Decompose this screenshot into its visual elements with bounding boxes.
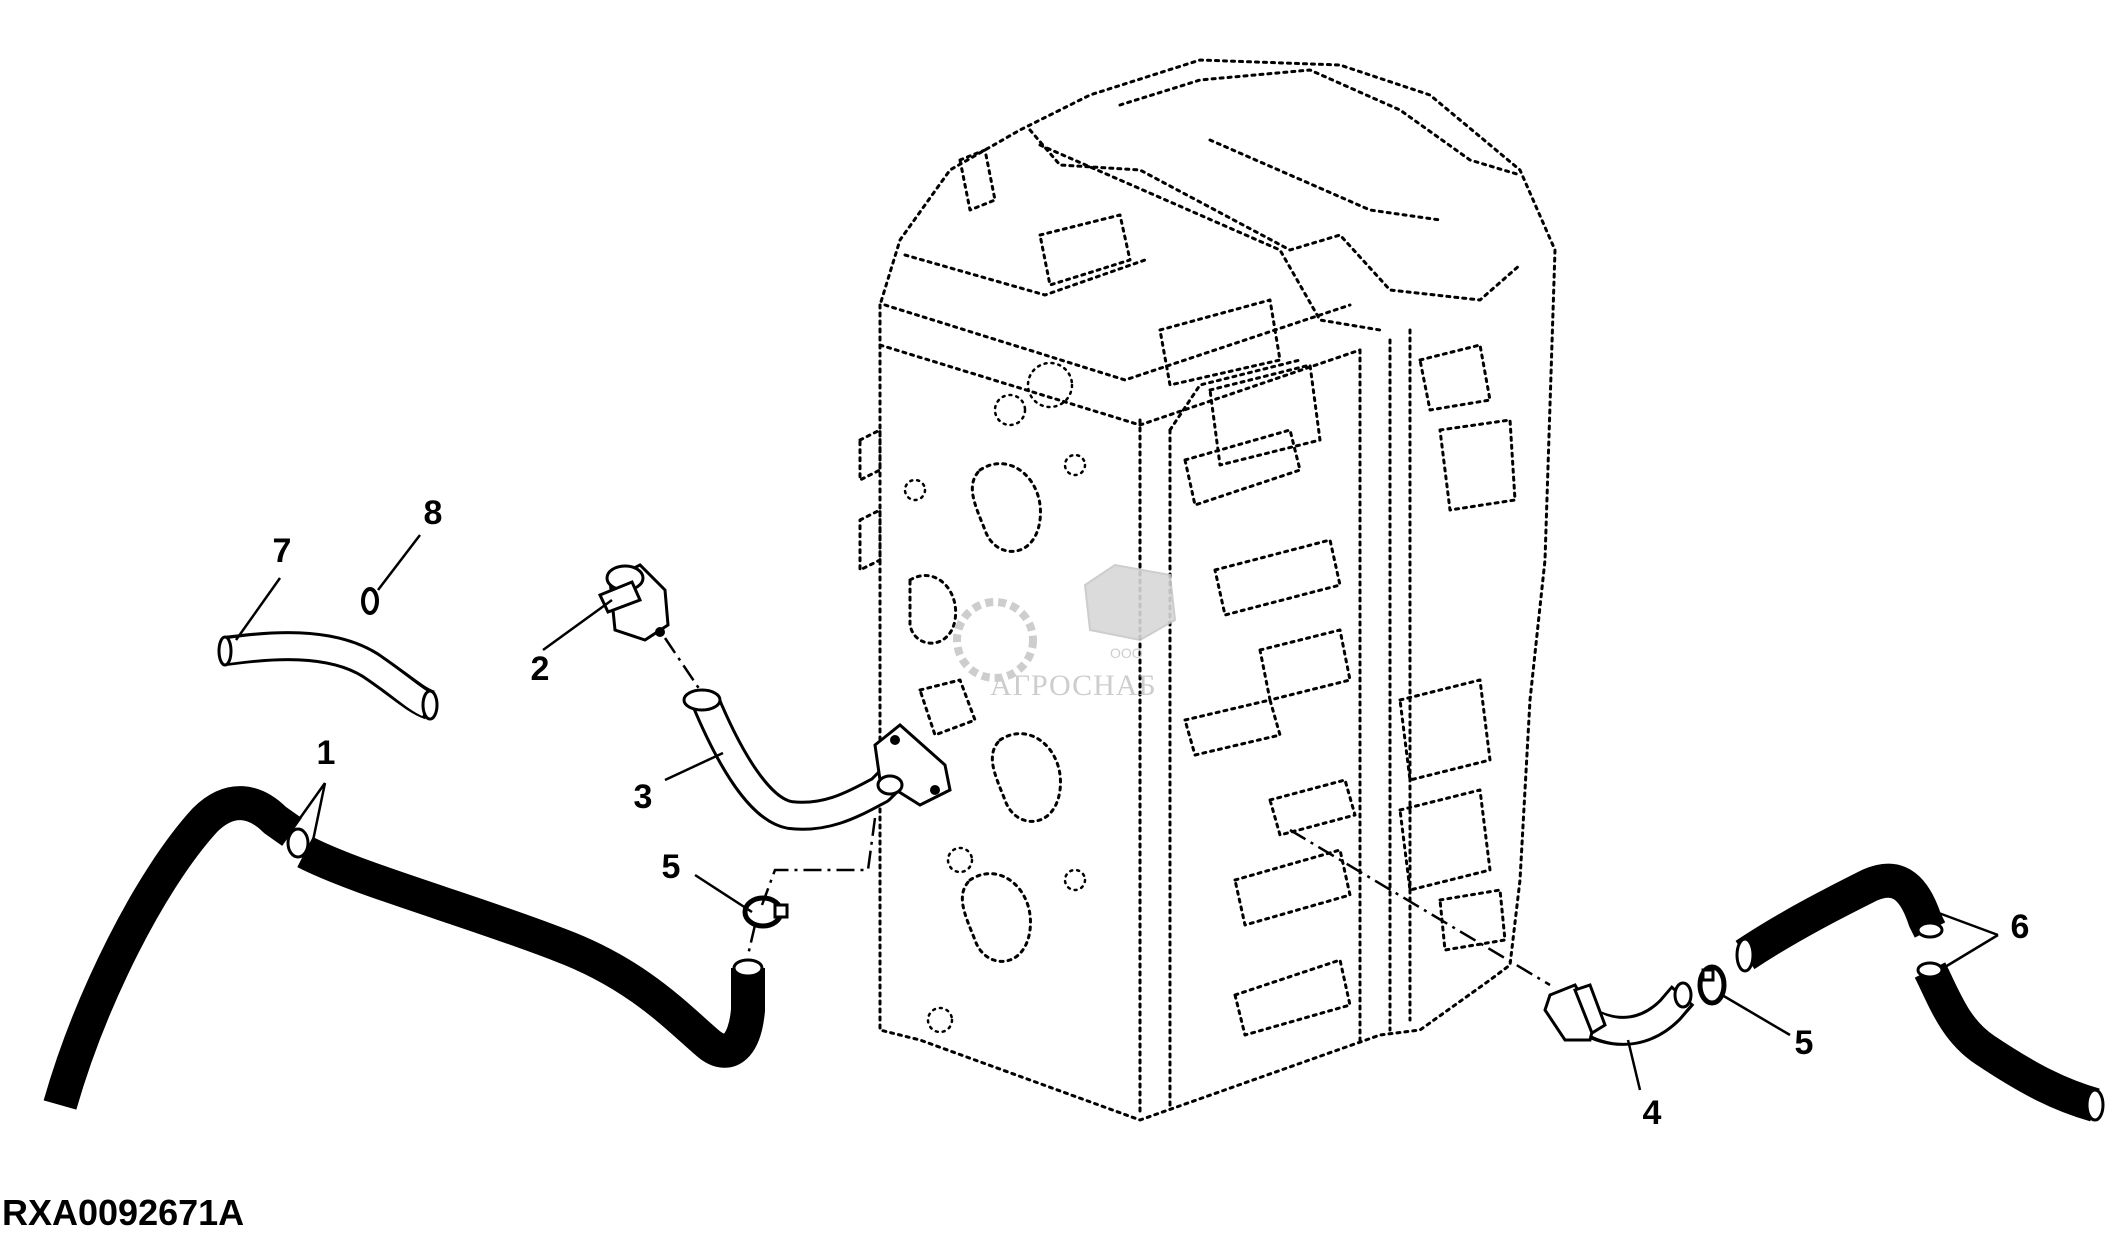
part-2-fitting	[597, 563, 670, 642]
callout-4: 4	[1643, 1094, 1662, 1132]
callout-5-left: 5	[662, 848, 681, 886]
leader-lines	[234, 534, 1999, 1091]
axis-housing-4	[1289, 828, 1551, 987]
callout-6: 6	[2011, 908, 2030, 946]
part-5-clamp-right	[1697, 964, 1727, 1006]
callout-5-right: 5	[1795, 1024, 1814, 1062]
alignment-lines	[663, 637, 1551, 987]
callout-2: 2	[531, 650, 550, 688]
gear-icon	[953, 598, 1037, 682]
axis-5-1	[746, 924, 757, 956]
watermark-company-name: АГРОСНАБ	[990, 669, 1157, 702]
watermark-prefix: ООО	[1110, 645, 1143, 661]
part-5-clamp-left	[742, 895, 789, 929]
housing-phantom	[858, 58, 1557, 1122]
callout-1: 1	[317, 734, 336, 772]
callout-8: 8	[424, 494, 443, 532]
part-7-hose	[217, 631, 439, 721]
part-3-tube	[682, 688, 952, 831]
callouts: 1 2 3 4 5 5 6 7 8	[273, 494, 2030, 1132]
figure-reference-code: RXA0092671A	[2, 1192, 244, 1233]
tractor-icon	[1083, 563, 1177, 642]
axis-2-3	[663, 637, 702, 691]
callout-7: 7	[273, 532, 292, 570]
part-8-o-ring	[361, 587, 379, 615]
part-1-hose	[43, 786, 765, 1110]
part-4-elbow	[1543, 981, 1695, 1046]
part-6-hose-upper	[1735, 863, 1946, 973]
axis-3-5	[760, 817, 877, 906]
callout-3: 3	[634, 778, 653, 816]
watermark: ООО АГРОСНАБ	[953, 563, 1177, 702]
part-6-hose-lower	[1914, 961, 2105, 1122]
